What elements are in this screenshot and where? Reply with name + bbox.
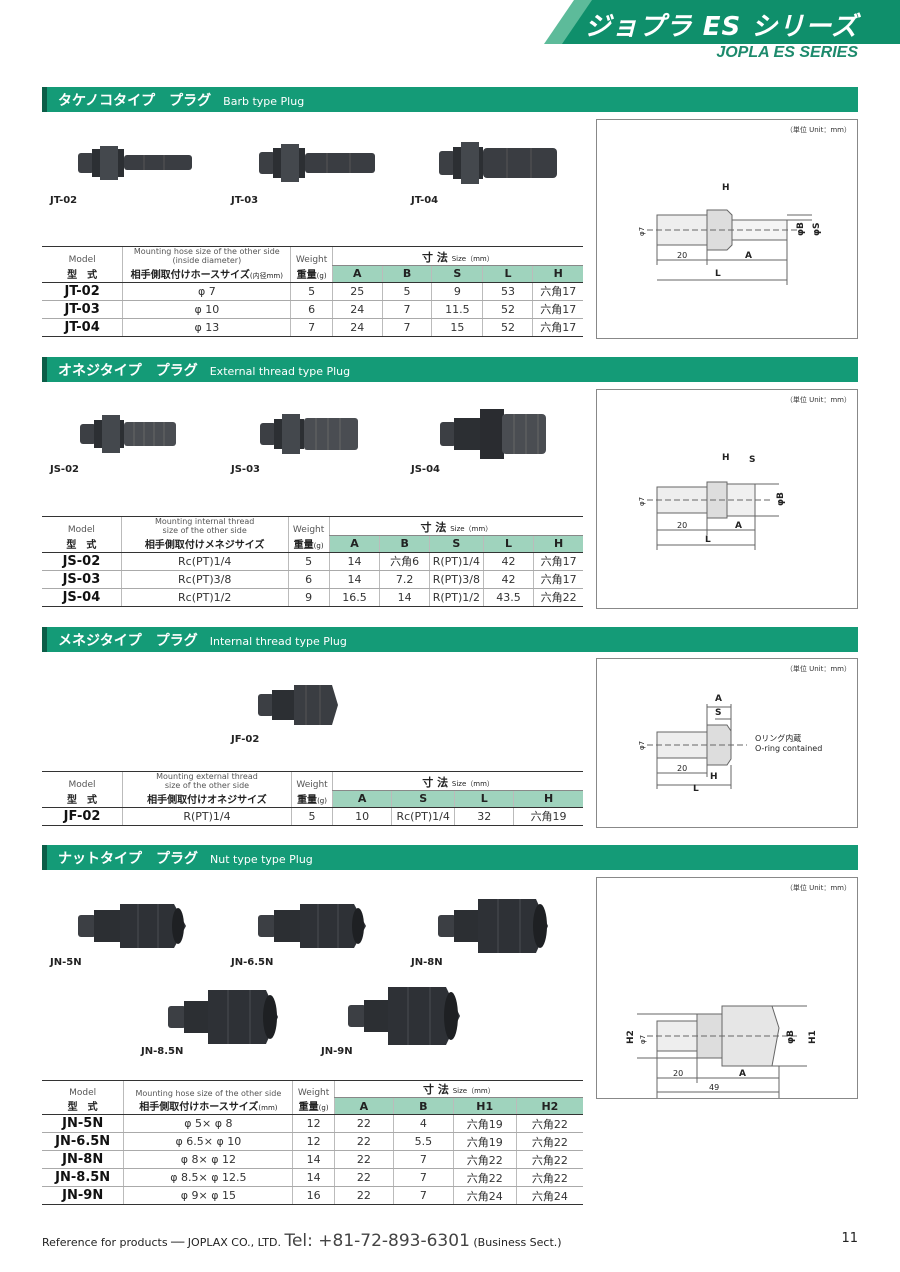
photo-label: JS-03	[231, 464, 260, 475]
dim-label: φB	[776, 492, 786, 506]
dim-label: 20	[673, 1069, 683, 1078]
dim-label: φB	[786, 1030, 796, 1044]
section-header-external-thread: オネジタイプ プラグ External thread type Plug	[42, 357, 858, 382]
dim-label: 20	[677, 764, 687, 773]
photo-label: JN-6.5N	[231, 957, 274, 968]
jt-02-photo	[78, 146, 192, 180]
dim-label: φS	[812, 222, 822, 236]
section-title-en: Nut type type Plug	[210, 853, 313, 866]
dimension-diagram-internal-thread: （単位 Unit：mm） A S φ7 20 H L Oリング内蔵 O-ring…	[596, 658, 858, 828]
dim-label: φ7	[638, 497, 646, 506]
jn-9n-photo	[348, 987, 460, 1045]
section-title-en: Internal thread type Plug	[209, 635, 347, 648]
dim-label: S	[715, 708, 721, 718]
dim-label: H	[722, 453, 730, 463]
jt-04-photo	[439, 142, 557, 184]
photo-label: JT-02	[50, 195, 78, 206]
o-ring-note-jp: Oリング内蔵	[755, 733, 801, 743]
dimension-diagram-barb: （単位 Unit：mm） H φ7 φB φS 20 A L	[596, 119, 858, 339]
dim-label: H2	[626, 1030, 636, 1044]
footer-section: (Business Sect.)	[473, 1236, 562, 1249]
jf-02-photo	[258, 685, 338, 725]
dim-label: L	[693, 784, 699, 794]
section-title-jp: ナットタイプ プラグ	[58, 851, 198, 867]
dim-label: A	[745, 251, 752, 261]
section-header-internal-thread: メネジタイプ プラグ Internal thread type Plug	[42, 627, 858, 652]
dim-label: L	[705, 535, 711, 545]
jt-03-photo	[259, 144, 375, 182]
dim-label: A	[735, 521, 742, 531]
js-04-photo	[440, 409, 546, 459]
photo-label: JS-04	[411, 464, 440, 475]
dim-label: A	[715, 694, 722, 704]
dim-label: A	[739, 1069, 746, 1079]
section-header-barb: タケノコタイプ プラグ Barb type Plug	[42, 87, 858, 112]
page-title: ジョプラ ES シリーズ	[584, 12, 858, 42]
unit-note: （単位 Unit：mm）	[785, 665, 851, 673]
dim-label: φ7	[639, 1035, 647, 1044]
photo-label: JN-5N	[50, 957, 82, 968]
section-header-nut: ナットタイプ プラグ Nut type type Plug	[42, 845, 858, 870]
photo-label: JT-03	[231, 195, 259, 206]
dimension-diagram-nut: （単位 Unit：mm） H2 φ7 φB H1 20 A 49	[596, 877, 858, 1099]
photo-label: JT-04	[411, 195, 439, 206]
unit-note: （単位 Unit：mm）	[785, 396, 851, 404]
section-title-en: Barb type Plug	[223, 95, 305, 108]
page-number: 11	[841, 1231, 858, 1246]
dim-label: 49	[709, 1083, 719, 1092]
section-title-jp: タケノコタイプ プラグ	[58, 93, 212, 109]
dim-label: H	[710, 772, 718, 782]
jn-8-5n-photo	[168, 990, 278, 1044]
dim-label: S	[749, 455, 755, 465]
page-subtitle: JOPLA ES SERIES	[716, 44, 858, 61]
dim-label: 20	[677, 521, 687, 530]
jn-5n-photo	[78, 904, 186, 948]
dim-label: φ7	[638, 741, 646, 750]
footer-reference: Reference for products ── JOPLAX CO., LT…	[42, 1236, 281, 1249]
unit-note: （単位 Unit：mm）	[785, 126, 851, 134]
section-title-jp: オネジタイプ プラグ	[58, 363, 198, 379]
dim-label: H1	[808, 1030, 818, 1044]
photo-label: JS-02	[50, 464, 79, 475]
o-ring-note-en: O-ring contained	[755, 744, 822, 753]
section-title-jp: メネジタイプ プラグ	[58, 633, 198, 649]
dim-label: L	[715, 269, 721, 279]
dim-label: H	[722, 183, 730, 193]
dim-label: φ7	[638, 227, 646, 236]
dim-label: φB	[796, 222, 806, 236]
dimension-diagram-external-thread: （単位 Unit：mm） H S φ7 φB 20 A L	[596, 389, 858, 609]
footer-phone: Tel: +81-72-893-6301	[284, 1231, 470, 1251]
photo-label: JN-8N	[411, 957, 443, 968]
photo-label: JN-9N	[321, 1046, 353, 1057]
js-03-photo	[260, 414, 358, 454]
photo-label: JN-8.5N	[141, 1046, 184, 1057]
js-02-photo	[80, 415, 176, 453]
photo-label: JF-02	[231, 734, 260, 745]
unit-note: （単位 Unit：mm）	[785, 884, 851, 892]
footer: Reference for products ── JOPLAX CO., LT…	[42, 1231, 858, 1251]
section-title-en: External thread type Plug	[209, 365, 351, 378]
jn-6-5n-photo	[258, 904, 366, 948]
header-banner	[544, 0, 900, 44]
dim-label: 20	[677, 251, 687, 260]
jn-8n-photo	[438, 899, 548, 953]
